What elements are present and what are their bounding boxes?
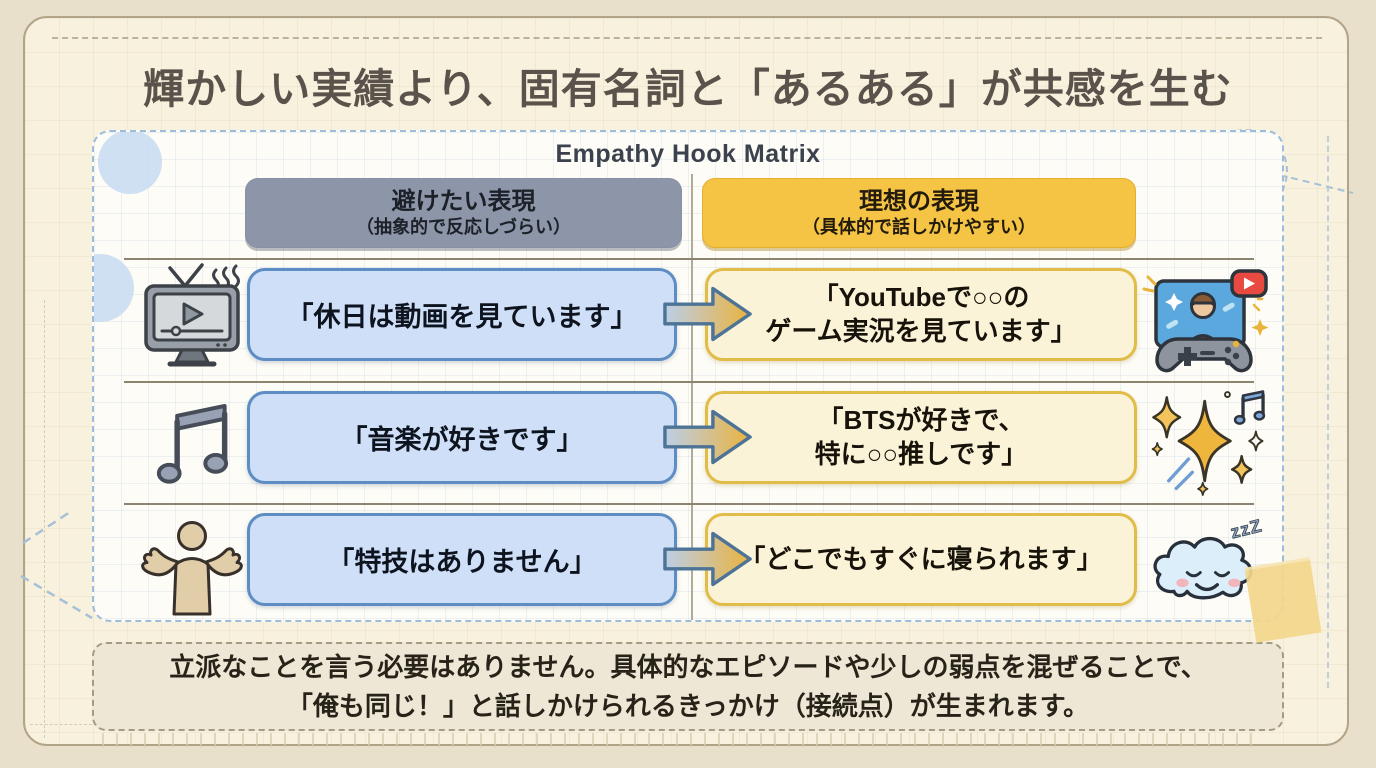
row-divider [124,503,1254,505]
avoid-box-row1: 「休日は動画を見ています」 [247,268,677,361]
sticky-note-decoration [1244,557,1322,643]
zzz-text: zzZ [1229,515,1265,542]
column-divider [691,174,693,620]
right-dashed-line-decoration [1327,136,1329,688]
sleeping-cloud-icon: zzZ [1153,515,1265,600]
arrow-icon [663,531,752,587]
ideal-box-row2: 「BTSが好きで、 特に○○推しです」 [705,391,1137,484]
circle-decoration [98,132,162,194]
ideal-box-row1: 「YouTubeで○○の ゲーム実況を見ています」 [705,268,1137,361]
avoid-column-header: 避けたい表現 （抽象的で反応しづらい） [245,178,682,248]
page-title: 輝かしい実績より、固有名詞と「あるある」が共感を生む [143,66,1233,112]
ideal-column-header: 理想の表現 （具体的で話しかけやすい） [702,178,1136,248]
music-note-icon [156,403,229,484]
tv-video-icon [144,263,240,367]
avoid-column-label: 避けたい表現 [391,187,536,215]
gamer-youtube-icon [1142,269,1269,373]
arrow-icon [663,409,752,465]
note-box: 立派なことを言う必要はありません。具体的なエピソードや少しの弱点を混ぜることで、… [92,642,1284,731]
ideal-column-label: 理想の表現 [859,187,979,215]
left-diagonal-dashes-decoration [20,510,93,620]
ideal-box-row3: 「どこでもすぐに寝られます」 [705,513,1137,606]
avoid-box-row3: 「特技はありません」 [247,513,677,606]
row-divider [124,381,1254,383]
matrix-title: Empathy Hook Matrix [555,140,821,168]
matrix-panel: Empathy Hook Matrix 避けたい表現 （抽象的で反応しづらい） … [92,130,1284,622]
row-divider [124,258,1254,260]
arrow-icon [663,286,752,342]
ruler-ticks-decoration [102,733,1252,747]
margin-dashed-line-vertical [44,300,45,738]
top-dashed-divider [52,37,1322,39]
sparkles-music-icon [1151,390,1266,496]
avoid-column-subtitle: （抽象的で反応しづらい） [356,216,571,237]
avoid-box-row2: 「音楽が好きです」 [247,391,677,484]
margin-dashed-line-horizontal [30,724,92,725]
ideal-column-subtitle: （具体的で話しかけやすい） [802,216,1036,237]
circle-decoration [94,254,134,322]
shrug-person-icon [141,521,243,616]
